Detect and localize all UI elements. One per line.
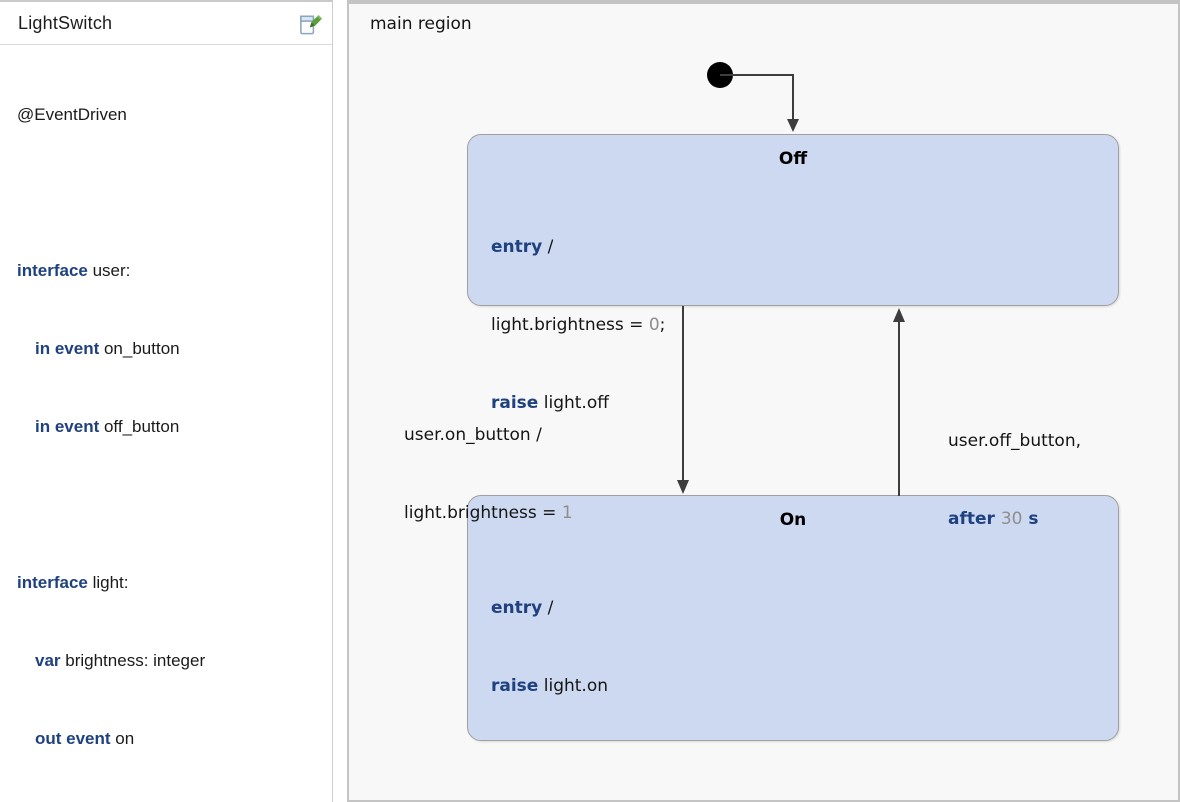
on-raise-line: raise light.on xyxy=(491,676,609,696)
transition-label-off-to-on[interactable]: user.on_button / light.brightness = 1 xyxy=(404,370,573,578)
initial-edge[interactable] xyxy=(720,74,799,132)
definition-panel-header: LightSwitch xyxy=(0,2,332,45)
transition-action: light.brightness = 1 xyxy=(404,503,573,523)
arrowhead-down-icon xyxy=(677,480,689,494)
state-off-title: Off xyxy=(778,149,808,169)
transition-edges xyxy=(677,74,905,496)
region-label: main region xyxy=(370,14,472,34)
blank-line xyxy=(17,492,332,518)
on-entry-line: entry / xyxy=(491,598,554,618)
transition-label-on-to-off[interactable]: user.off_button, after 30 s xyxy=(948,376,1081,584)
state-off[interactable]: Off entry / light.brightness = 0; raise … xyxy=(467,134,1119,413)
transition-trigger: user.off_button, xyxy=(948,431,1082,451)
interface-light-line: interface light: xyxy=(17,573,129,592)
interface-user-line: interface user: xyxy=(17,261,131,280)
state-off-body: entry / light.brightness = 0; raise ligh… xyxy=(468,182,1118,468)
diagram-canvas[interactable]: main region Off entry / light.brightness… xyxy=(347,0,1180,802)
annotation-line: @EventDriven xyxy=(17,105,127,124)
event-on-line: out event on xyxy=(35,729,135,748)
off-raise-line: raise light.off xyxy=(491,393,609,413)
transition-trigger: user.on_button / xyxy=(404,425,542,445)
arrowhead-up-icon xyxy=(893,308,905,322)
definition-panel: LightSwitch @EventDriven interface user:… xyxy=(0,0,333,802)
edge-on-to-off[interactable] xyxy=(893,308,905,496)
off-entry-line: entry / xyxy=(491,237,554,257)
var-brightness-line: var brightness: integer xyxy=(35,651,206,670)
arrowhead-down-icon xyxy=(787,119,799,132)
blank-line xyxy=(17,180,332,206)
state-on-title: On xyxy=(779,510,807,530)
state-on-body: entry / raise light.on user.on_button [l… xyxy=(468,543,1118,802)
edge-off-to-on[interactable] xyxy=(677,306,689,494)
statechart-edit-icon[interactable] xyxy=(297,10,324,37)
transition-after-clause: after 30 s xyxy=(948,509,1039,529)
statechart-title: LightSwitch xyxy=(18,12,113,33)
event-on-button-line: in event on_button xyxy=(35,339,180,358)
state-on[interactable]: On entry / raise light.on user.on_button… xyxy=(467,495,1119,741)
definition-section[interactable]: @EventDriven interface user: in event on… xyxy=(0,50,332,802)
event-off-button-line: in event off_button xyxy=(35,417,180,436)
off-assign-line: light.brightness = 0; xyxy=(491,315,666,335)
